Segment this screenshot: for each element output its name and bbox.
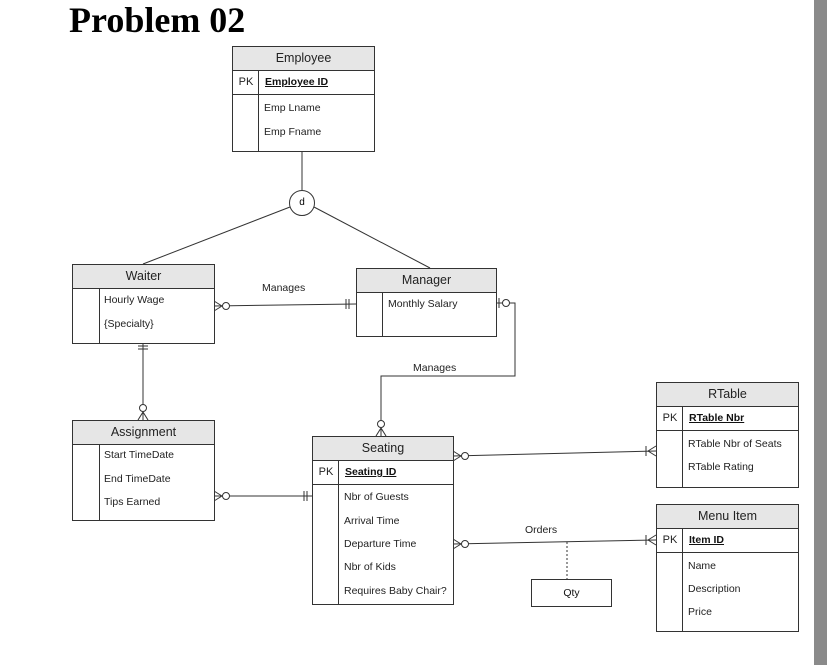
relationship-label-waiter-manager: Manages — [262, 282, 306, 294]
associative-attribute-box: Qty — [531, 579, 612, 607]
disjoint-symbol: d — [289, 190, 315, 216]
primary-key: Seating ID — [345, 466, 397, 478]
attribute: RTable Rating — [688, 461, 754, 473]
attribute: Hourly Wage — [104, 294, 165, 306]
primary-key: Employee ID — [265, 76, 329, 88]
entity-rtable: RTable PK RTable Nbr RTable Nbr of Seats… — [656, 382, 799, 488]
entity-assignment: Assignment Start TimeDate End TimeDate T… — [72, 420, 215, 521]
pk-row: PK Seating ID — [313, 460, 453, 485]
attribute: Emp Lname — [264, 102, 321, 114]
attribute: {Specialty} — [104, 318, 154, 330]
primary-key: RTable Nbr — [689, 412, 745, 424]
entity-waiter: Waiter Hourly Wage {Specialty} — [72, 264, 215, 344]
attribute: Arrival Time — [344, 515, 400, 527]
relationship-label-seating-menu: Orders — [525, 524, 558, 536]
entity-header: Manager — [357, 269, 496, 293]
primary-key: Item ID — [689, 534, 725, 546]
waiter-manager-line — [213, 303, 357, 307]
attribute: Monthly Salary — [388, 298, 458, 310]
seating-rtable-line — [452, 450, 657, 457]
attribute: Description — [688, 583, 741, 595]
entity-header: Waiter — [73, 265, 214, 289]
attribute: Departure Time — [344, 538, 417, 550]
entity-manager: Manager Monthly Salary — [356, 268, 497, 337]
pk-row: PK Item ID — [657, 528, 798, 553]
entity-header: Menu Item — [657, 505, 798, 529]
attribute: Requires Baby Chair? — [344, 585, 447, 597]
entity-header: Assignment — [73, 421, 214, 445]
entity-employee: Employee PK Employee ID Emp Lname Emp Fn… — [232, 46, 375, 152]
entity-header: Employee — [233, 47, 374, 71]
disjoint-to-manager-line — [313, 206, 431, 269]
entity-seating: Seating PK Seating ID Nbr of Guests Arri… — [312, 436, 454, 605]
pk-row: PK RTable Nbr — [657, 406, 798, 431]
attribute: Nbr of Guests — [344, 491, 409, 503]
pk-row: PK Employee ID — [233, 70, 374, 95]
pk-label: PK — [662, 534, 678, 546]
pk-label: PK — [662, 412, 678, 424]
attribute: Start TimeDate — [104, 449, 175, 461]
relationship-label-manager-seating: Manages — [413, 362, 457, 374]
disjoint-to-waiter-line — [142, 206, 291, 265]
attribute: Tips Earned — [104, 496, 161, 508]
attribute: Nbr of Kids — [344, 561, 396, 573]
attribute: Price — [688, 606, 712, 618]
attribute: Emp Fname — [264, 126, 322, 138]
pk-label: PK — [238, 76, 254, 88]
page-title: Problem 02 — [69, 0, 246, 40]
pk-label: PK — [318, 466, 334, 478]
seating-menu-line — [452, 539, 657, 545]
scrollbar[interactable] — [814, 0, 827, 665]
attribute: Name — [688, 560, 717, 572]
attribute: RTable Nbr of Seats — [688, 438, 782, 450]
entity-header: RTable — [657, 383, 798, 407]
entity-menu-item: Menu Item PK Item ID Name Description Pr… — [656, 504, 799, 632]
attribute: End TimeDate — [104, 473, 171, 485]
entity-header: Seating — [313, 437, 453, 461]
